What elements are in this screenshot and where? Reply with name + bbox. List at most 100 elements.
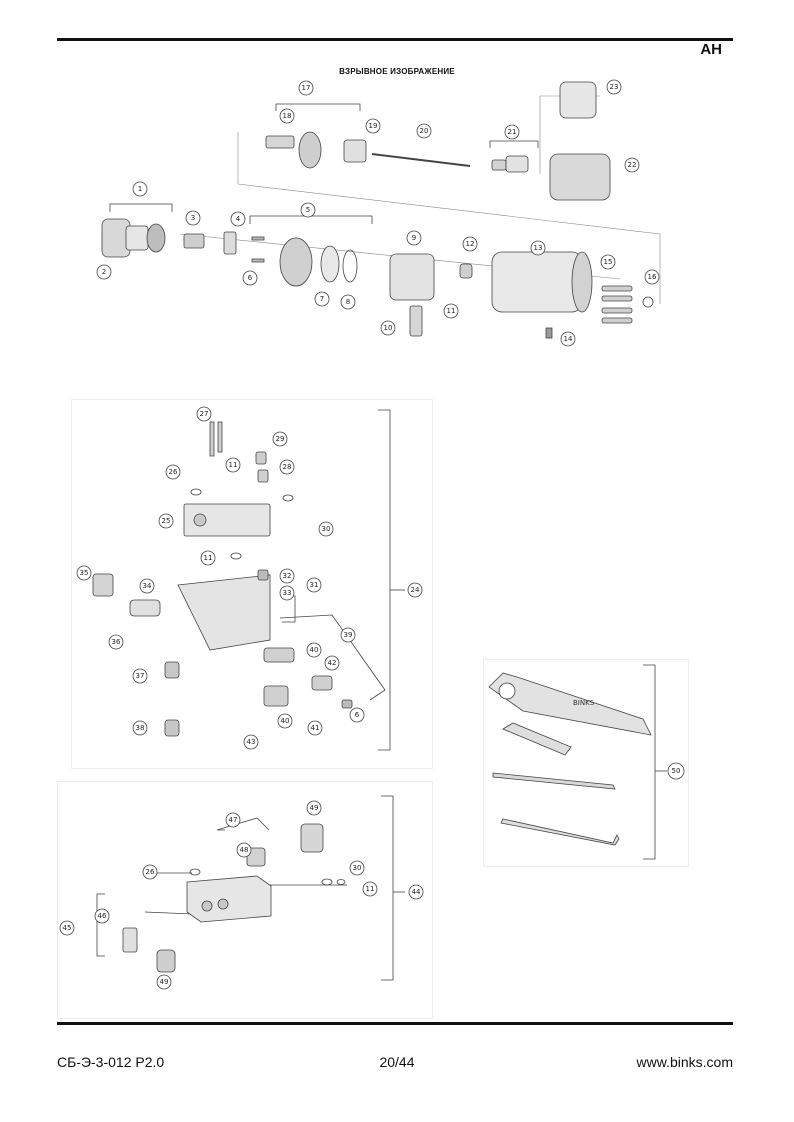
section-tag: AH: [700, 41, 722, 58]
callout-30b: 30: [349, 860, 365, 876]
svg-text:21: 21: [508, 128, 517, 136]
svg-text:34: 34: [143, 582, 152, 590]
svg-text:11: 11: [229, 461, 238, 469]
svg-text:36: 36: [112, 638, 121, 646]
callout-6: 6: [242, 270, 258, 286]
manifold-frame: [57, 781, 433, 1019]
exploded-view-valve: 24 25 26 27 28 29 11 11 30 31 32 33 34 3…: [60, 400, 440, 760]
svg-text:5: 5: [306, 206, 310, 214]
svg-text:4: 4: [236, 215, 241, 223]
svg-text:31: 31: [310, 581, 319, 589]
svg-text:46: 46: [98, 912, 107, 920]
svg-text:23: 23: [610, 83, 619, 91]
callout-44: 44: [408, 884, 424, 900]
svg-text:22: 22: [628, 161, 637, 169]
svg-text:25: 25: [162, 517, 171, 525]
svg-text:41: 41: [311, 724, 320, 732]
svg-text:9: 9: [412, 234, 416, 242]
callout-38: 38: [132, 720, 148, 736]
callout-21: 21: [504, 124, 520, 140]
callout-14: 14: [560, 331, 576, 347]
callout-47: 47: [225, 812, 241, 828]
callout-36: 36: [108, 634, 124, 650]
figure-caption: ВЗРЫВНОЕ ИЗОБРАЖЕНИЕ: [339, 67, 455, 76]
callout-11b: 11: [200, 550, 216, 566]
svg-text:3: 3: [191, 214, 195, 222]
callout-5: 5: [300, 202, 316, 218]
document-code: СБ-Э-3-012 Р2.0: [57, 1054, 165, 1070]
callout-25: 25: [158, 513, 174, 529]
svg-text:26: 26: [146, 868, 155, 876]
callout-31: 31: [306, 577, 322, 593]
tools-frame: [483, 659, 689, 867]
svg-text:49: 49: [310, 804, 319, 812]
svg-text:19: 19: [369, 122, 378, 130]
exploded-view-main: 1 2 3 4 5 6 7 8 9 10 11 12 13 14 15 16 1…: [60, 74, 700, 374]
callout-33: 33: [279, 585, 295, 601]
callout-6b: 6: [349, 707, 365, 723]
callout-40b: 40: [277, 713, 293, 729]
svg-text:20: 20: [420, 127, 429, 135]
callout-16: 16: [644, 269, 660, 285]
callout-41: 41: [307, 720, 323, 736]
svg-text:11: 11: [204, 554, 213, 562]
svg-text:16: 16: [648, 273, 657, 281]
svg-text:45: 45: [63, 924, 72, 932]
svg-text:13: 13: [534, 244, 543, 252]
svg-text:17: 17: [302, 84, 311, 92]
callout-43: 43: [243, 734, 259, 750]
callout-30: 30: [318, 521, 334, 537]
callout-28: 28: [279, 459, 295, 475]
callout-23: 23: [606, 79, 622, 95]
svg-text:12: 12: [466, 240, 475, 248]
tools-diagram: BINKS 50: [483, 659, 703, 865]
svg-text:29: 29: [276, 435, 285, 443]
callout-24: 24: [407, 582, 423, 598]
callout-39: 39: [340, 627, 356, 643]
svg-text:35: 35: [80, 569, 89, 577]
footer-rule: [57, 1022, 733, 1025]
callout-11: 11: [443, 303, 459, 319]
svg-text:50: 50: [672, 767, 681, 775]
website-link[interactable]: www.binks.com: [636, 1054, 733, 1070]
svg-text:18: 18: [283, 112, 292, 120]
callout-42: 42: [324, 655, 340, 671]
callout-8: 8: [340, 294, 356, 310]
callout-37: 37: [132, 668, 148, 684]
svg-text:37: 37: [136, 672, 145, 680]
svg-text:38: 38: [136, 724, 145, 732]
callout-13: 13: [530, 240, 546, 256]
svg-text:33: 33: [283, 589, 292, 597]
svg-text:7: 7: [320, 295, 324, 303]
callout-9: 9: [406, 230, 422, 246]
svg-text:27: 27: [200, 410, 209, 418]
header-rule: [57, 38, 733, 41]
svg-text:8: 8: [346, 298, 350, 306]
svg-text:1: 1: [138, 185, 142, 193]
svg-text:26: 26: [169, 468, 178, 476]
callout-4: 4: [230, 211, 246, 227]
svg-text:40: 40: [310, 646, 319, 654]
callout-2: 2: [96, 264, 112, 280]
svg-text:39: 39: [344, 631, 353, 639]
svg-text:6: 6: [355, 711, 360, 719]
svg-text:42: 42: [328, 659, 337, 667]
callout-26: 26: [165, 464, 181, 480]
callout-11c: 11: [362, 881, 378, 897]
callout-32: 32: [279, 568, 295, 584]
callout-19: 19: [365, 118, 381, 134]
svg-text:6: 6: [248, 274, 253, 282]
callout-22: 22: [624, 157, 640, 173]
callout-10: 10: [380, 320, 396, 336]
callout-17: 17: [298, 80, 314, 96]
callout-35: 35: [76, 565, 92, 581]
page-number: 20/44: [379, 1054, 415, 1070]
svg-text:30: 30: [322, 525, 331, 533]
callout-48: 48: [236, 842, 252, 858]
svg-text:2: 2: [102, 268, 106, 276]
svg-text:30: 30: [353, 864, 362, 872]
svg-text:15: 15: [604, 258, 613, 266]
svg-text:14: 14: [564, 335, 573, 343]
callout-20: 20: [416, 123, 432, 139]
valve-frame: [71, 399, 433, 769]
